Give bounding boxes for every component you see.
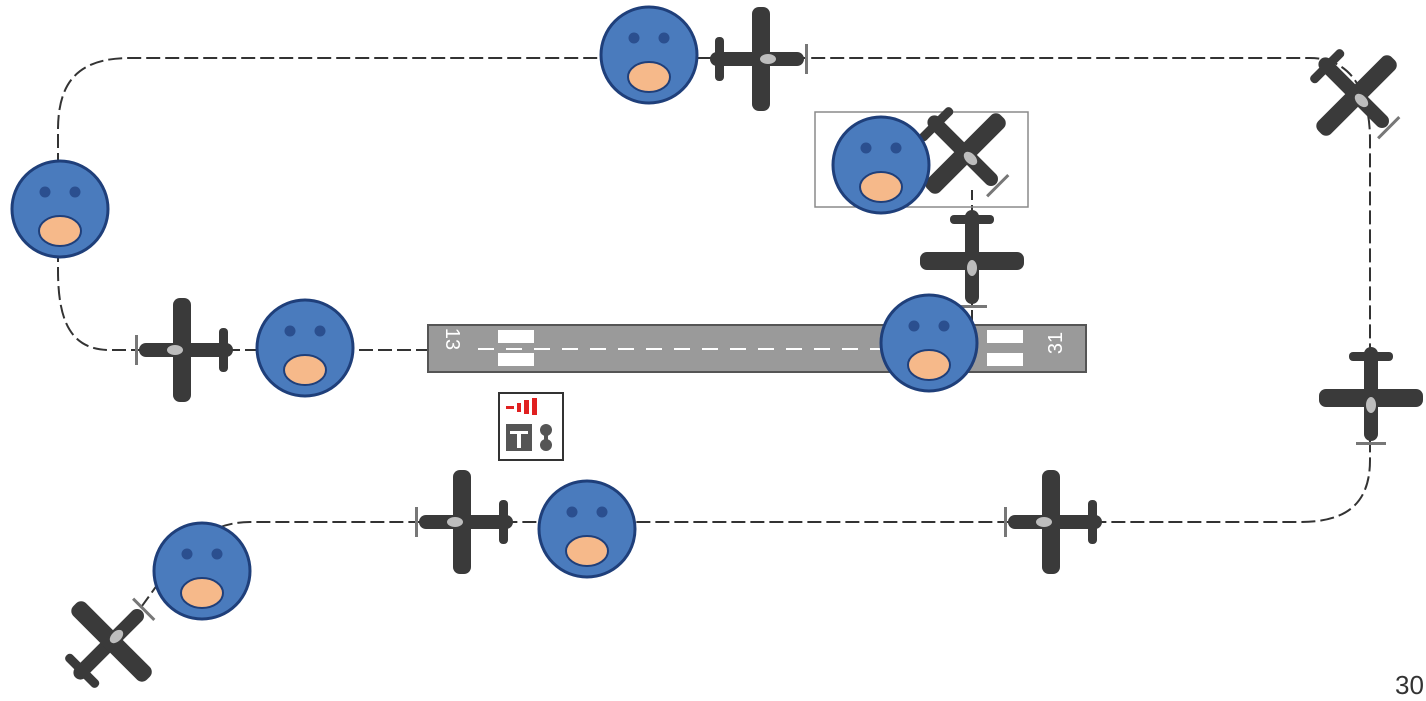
worried-face-icon xyxy=(599,5,699,105)
highlight-box xyxy=(814,111,1029,208)
runway-number-left: 13 xyxy=(441,328,463,350)
worried-face-icon xyxy=(831,115,931,215)
worried-face-icon xyxy=(152,521,252,621)
airplane-icon xyxy=(920,210,1024,308)
worried-face-icon xyxy=(537,479,637,579)
airplane-icon xyxy=(1283,22,1426,166)
airport-indicator-icon xyxy=(498,392,564,461)
page-number: 30 xyxy=(1395,670,1424,700)
worried-face-icon xyxy=(10,159,110,259)
traffic-pattern-path xyxy=(57,57,1371,651)
worried-face-icon xyxy=(879,293,979,393)
worried-face-icon xyxy=(255,298,355,398)
airplane-icon xyxy=(1319,347,1423,445)
runway-number-right: 31 xyxy=(1045,332,1067,354)
airplane-icon xyxy=(1004,470,1102,574)
airplane-icon xyxy=(710,7,808,111)
airplane-icon xyxy=(415,470,513,574)
runway: 13 31 xyxy=(427,324,1087,373)
airplane-icon xyxy=(135,298,233,402)
